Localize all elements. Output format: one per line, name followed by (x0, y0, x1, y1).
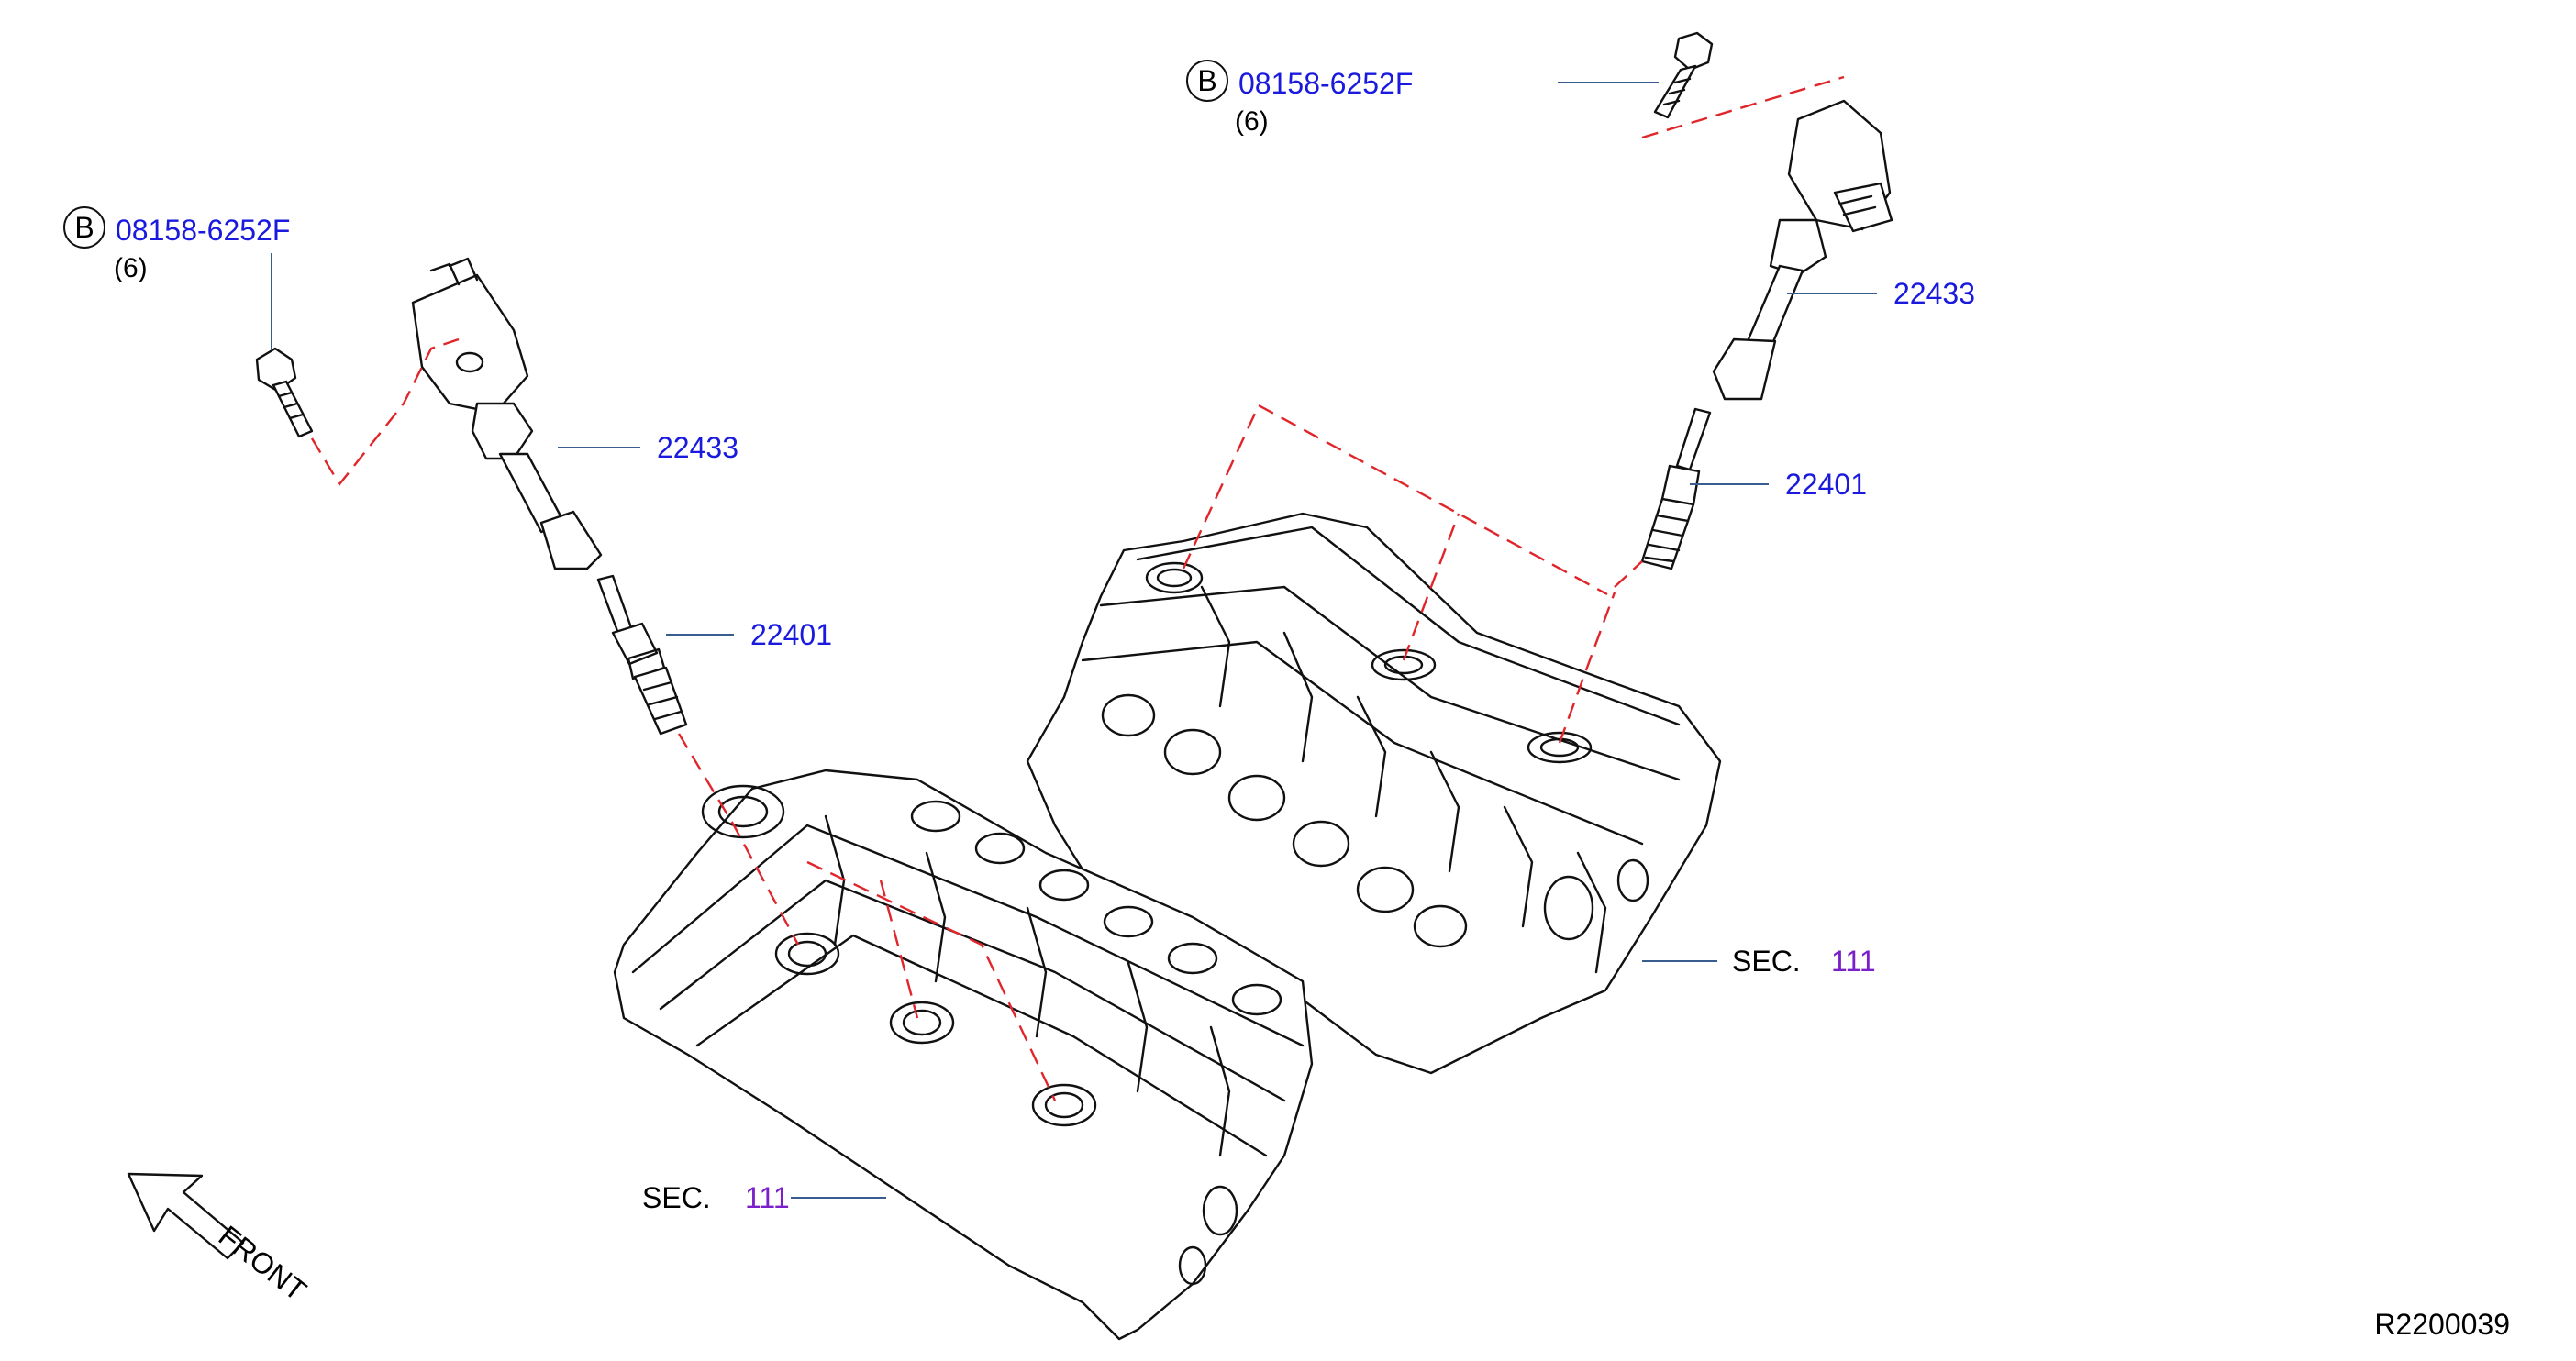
plug-left-part-number: 22401 (750, 618, 832, 651)
bolt-right-quantity: (6) (1235, 106, 1269, 137)
spark-plug-left (596, 574, 688, 736)
b-badge-right (1186, 60, 1228, 102)
bolt-left (255, 347, 314, 438)
bolt-right-part-number: 08158-6252F (1238, 67, 1413, 100)
front-arrow (127, 1172, 245, 1260)
ignition-coil-left (411, 257, 603, 570)
plug-right-part-number: 22401 (1785, 468, 1867, 501)
front-label: FRONT (213, 1219, 313, 1307)
sec-right-number: 111 (1831, 945, 1876, 978)
coil-right-part-number: 22433 (1893, 277, 1975, 310)
cylinder-head-left (613, 769, 1314, 1341)
coil-left-part-number: 22433 (657, 431, 738, 464)
spark-plug-right (1640, 407, 1712, 570)
diagram-id: R2200039 (2374, 1308, 2510, 1341)
b-badge-left-text: B (74, 211, 94, 244)
sec-left-number: 111 (745, 1181, 790, 1214)
bolt-left-quantity: (6) (114, 253, 148, 283)
sec-left-prefix: SEC. (642, 1181, 711, 1214)
leader-lines (271, 82, 1877, 1199)
assembly-dashed-lines (310, 75, 1845, 1101)
b-badge-left (63, 206, 105, 249)
bolt-right (1653, 31, 1714, 119)
b-badge-right-text: B (1197, 64, 1216, 97)
sec-right-prefix: SEC. (1732, 945, 1801, 978)
ignition-coil-right (1712, 99, 1893, 401)
bolt-left-part-number: 08158-6252F (116, 214, 290, 247)
